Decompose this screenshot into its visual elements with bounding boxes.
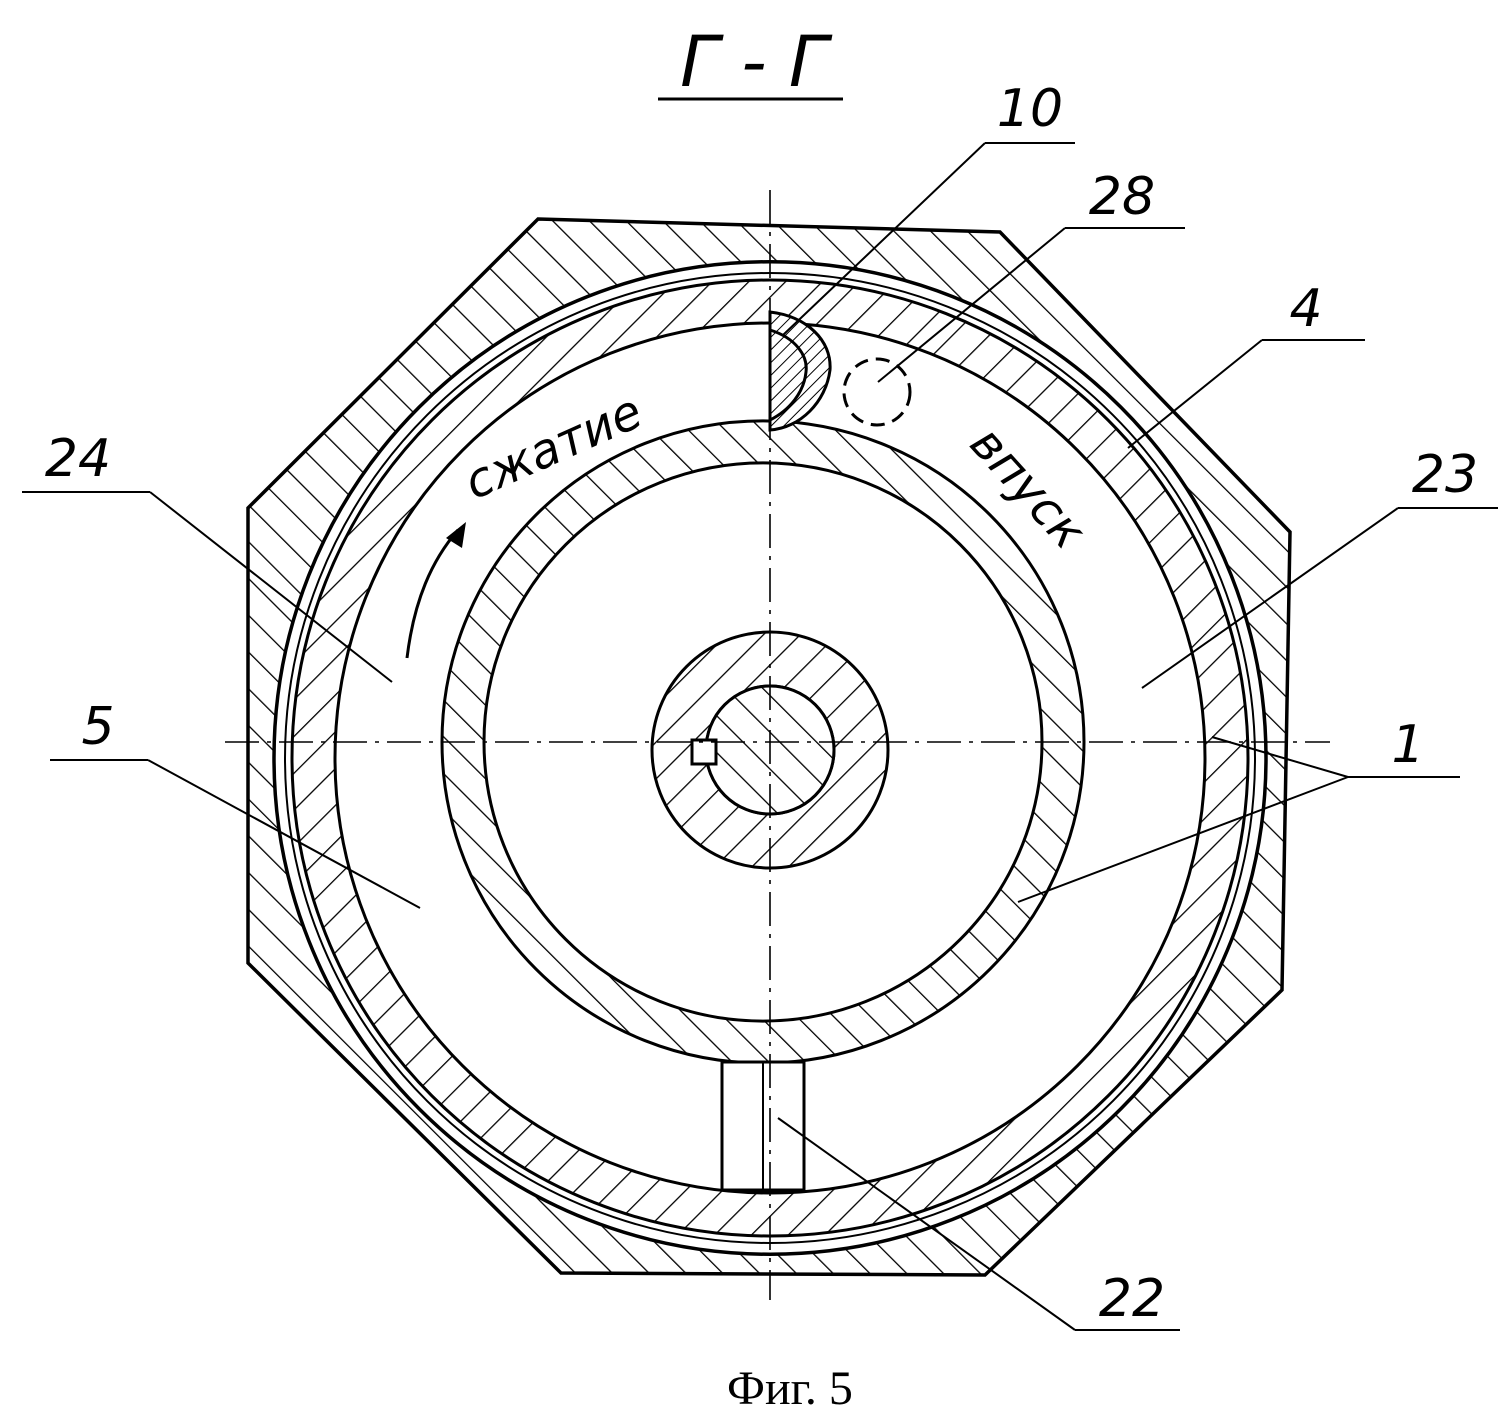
- callout-4: 4: [1289, 279, 1322, 339]
- callout-1: 1: [1391, 715, 1424, 775]
- valve-crescent: [770, 312, 830, 430]
- rotation-arrow: [407, 530, 458, 658]
- callout-5: 5: [81, 697, 114, 757]
- shaft-key: [692, 740, 716, 764]
- callout-28: 28: [1089, 167, 1155, 227]
- callout-22: 22: [1099, 1269, 1165, 1329]
- figure-caption: Фиг. 5: [727, 1362, 853, 1415]
- callout-23: 23: [1412, 445, 1478, 505]
- section-title: Г - Г: [680, 21, 833, 103]
- port-circle-dashed: [844, 359, 910, 425]
- rotation-arrow-head: [446, 522, 466, 548]
- callout-24: 24: [45, 429, 111, 489]
- callout-10: 10: [997, 79, 1063, 139]
